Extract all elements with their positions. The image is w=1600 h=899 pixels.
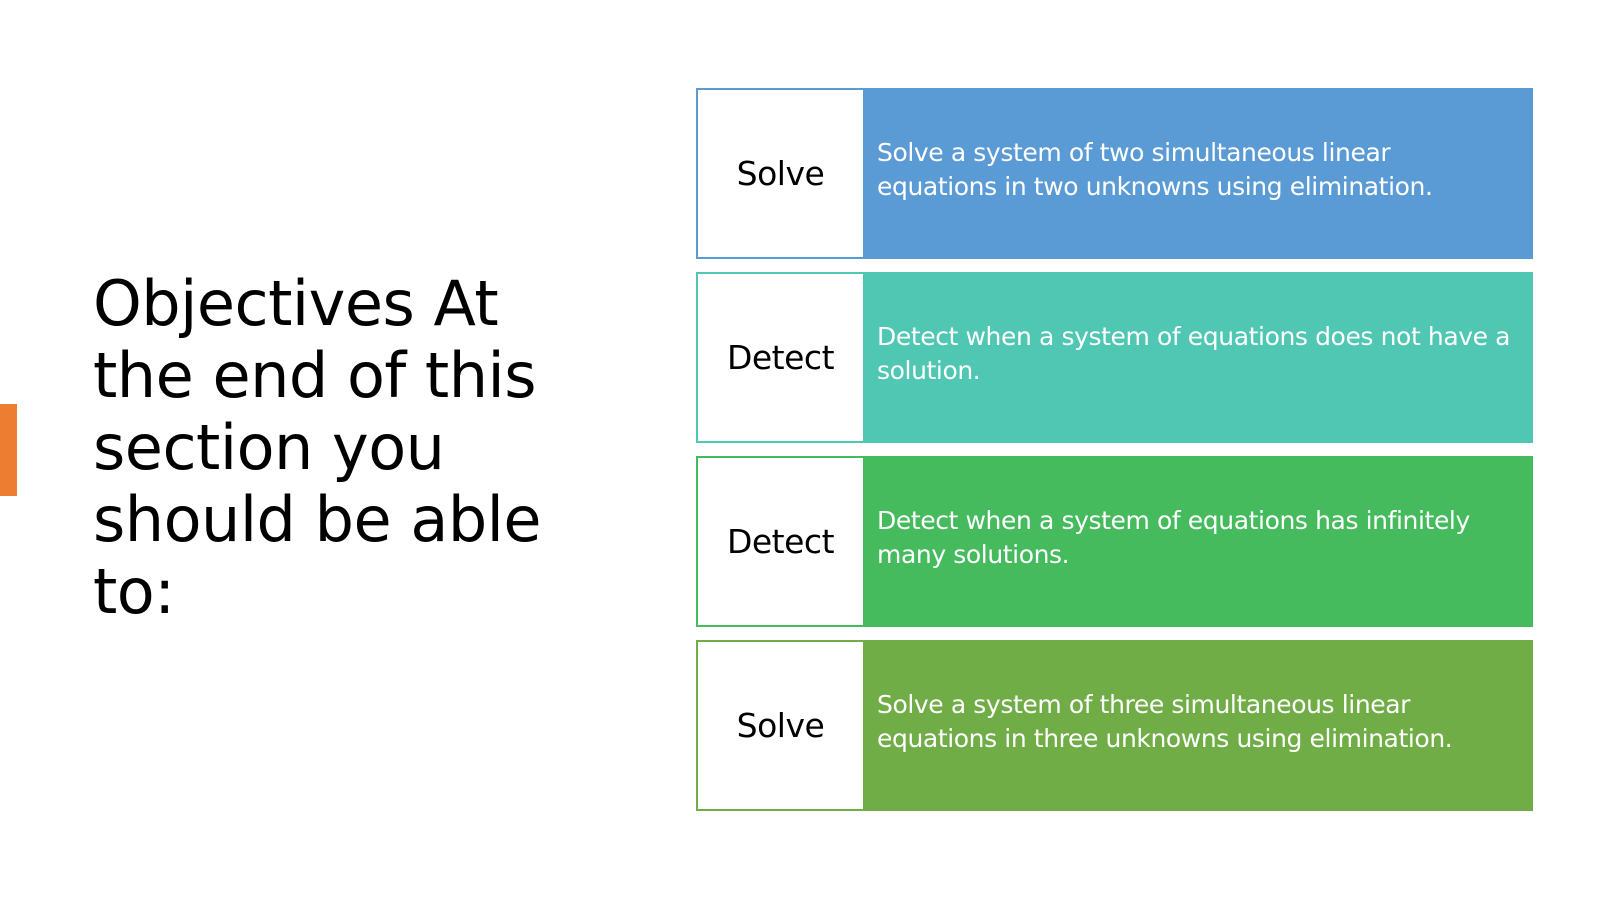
objective-row: Solve Solve a system of two simultaneous…	[696, 88, 1533, 259]
objective-description: Solve a system of three simultaneous lin…	[877, 690, 1453, 753]
objective-description-cell: Detect when a system of equations has in…	[863, 456, 1533, 627]
objective-label: Solve	[736, 706, 825, 745]
objective-label-cell: Solve	[696, 88, 863, 259]
objectives-list: Solve Solve a system of two simultaneous…	[696, 88, 1533, 824]
objective-label-cell: Solve	[696, 640, 863, 811]
objective-description-cell: Solve a system of three simultaneous lin…	[863, 640, 1533, 811]
objective-description: Detect when a system of equations has in…	[877, 506, 1470, 569]
objective-description: Detect when a system of equations does n…	[877, 322, 1511, 385]
objective-row: Solve Solve a system of three simultaneo…	[696, 640, 1533, 811]
objective-label: Detect	[726, 522, 835, 561]
objective-label: Detect	[726, 338, 835, 377]
objective-row: Detect Detect when a system of equations…	[696, 272, 1533, 443]
objective-description-cell: Solve a system of two simultaneous linea…	[863, 88, 1533, 259]
accent-bar	[0, 404, 17, 496]
objective-label-cell: Detect	[696, 456, 863, 627]
objective-description: Solve a system of two simultaneous linea…	[877, 138, 1433, 201]
objective-description-cell: Detect when a system of equations does n…	[863, 272, 1533, 443]
objective-label-cell: Detect	[696, 272, 863, 443]
objective-label: Solve	[736, 154, 825, 193]
objective-row: Detect Detect when a system of equations…	[696, 456, 1533, 627]
slide-title: Objectives At the end of this section yo…	[93, 267, 542, 628]
